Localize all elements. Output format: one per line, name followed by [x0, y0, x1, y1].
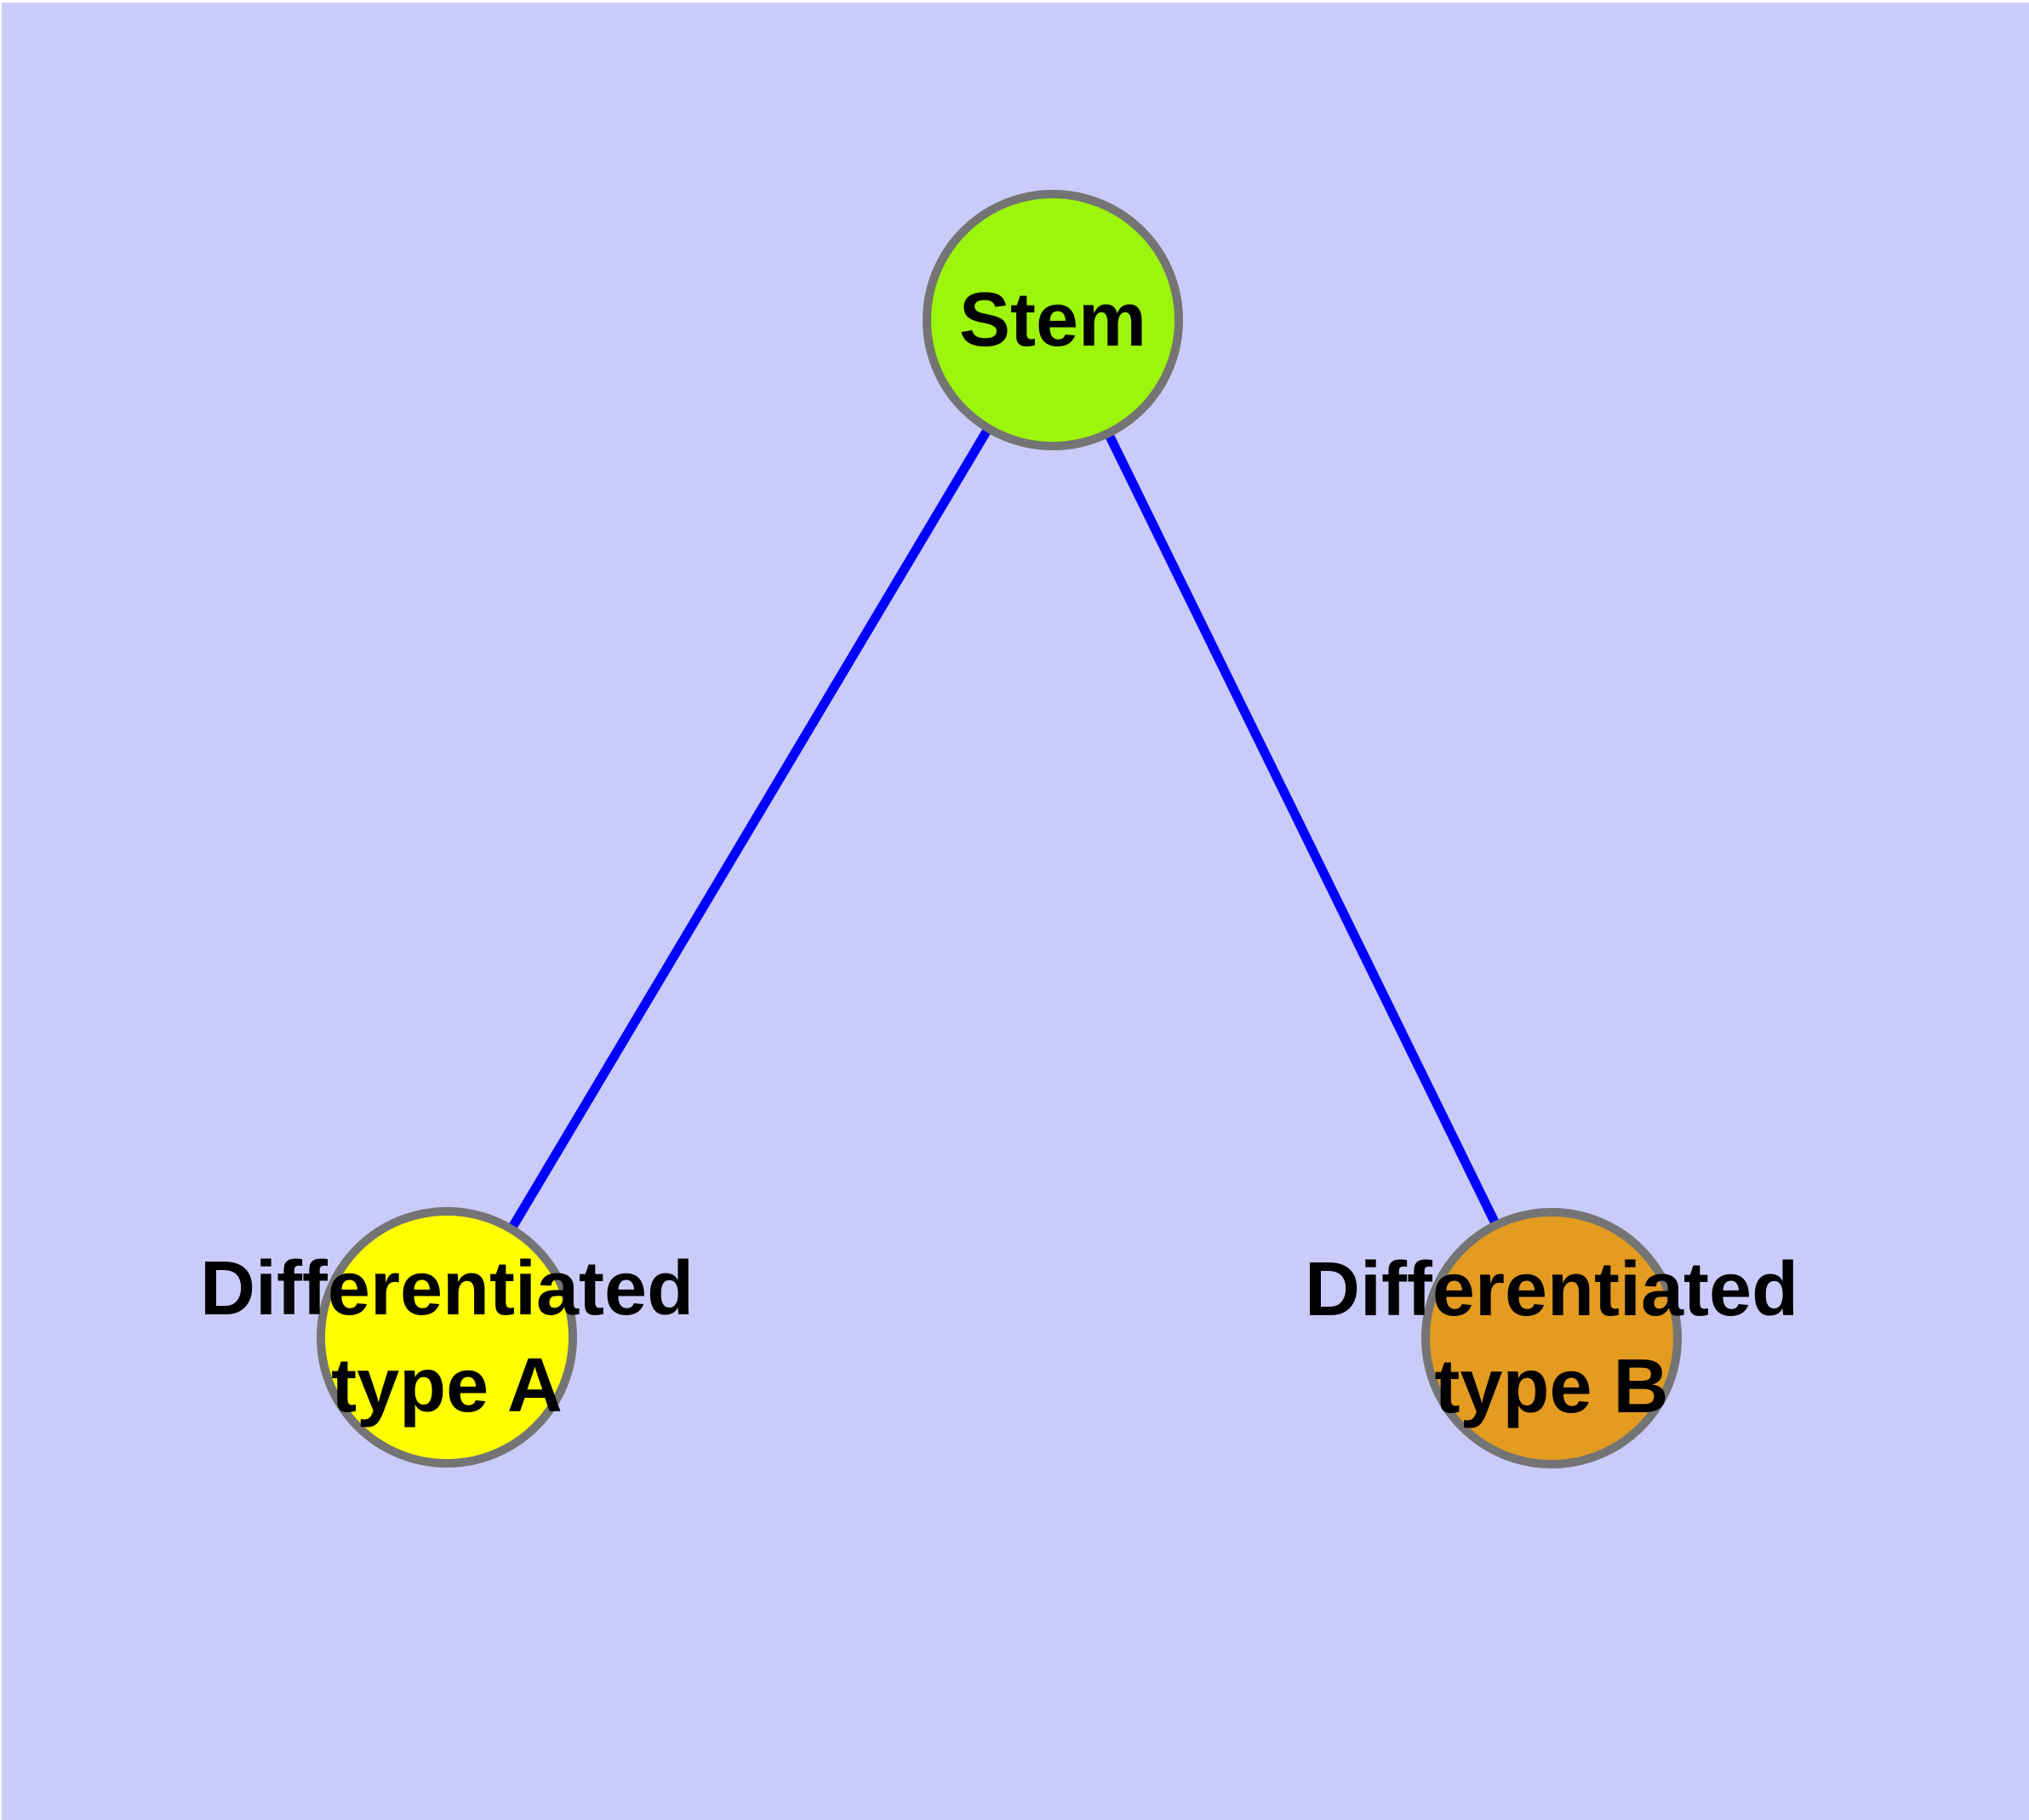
node-stem[interactable] — [923, 190, 1183, 450]
node-differentiated-type-a[interactable] — [317, 1207, 577, 1468]
node-differentiated-type-b[interactable] — [1421, 1208, 1682, 1468]
edge-stem-to-type-a — [443, 318, 1057, 1340]
edge-stem-to-type-b — [1049, 318, 1556, 1341]
